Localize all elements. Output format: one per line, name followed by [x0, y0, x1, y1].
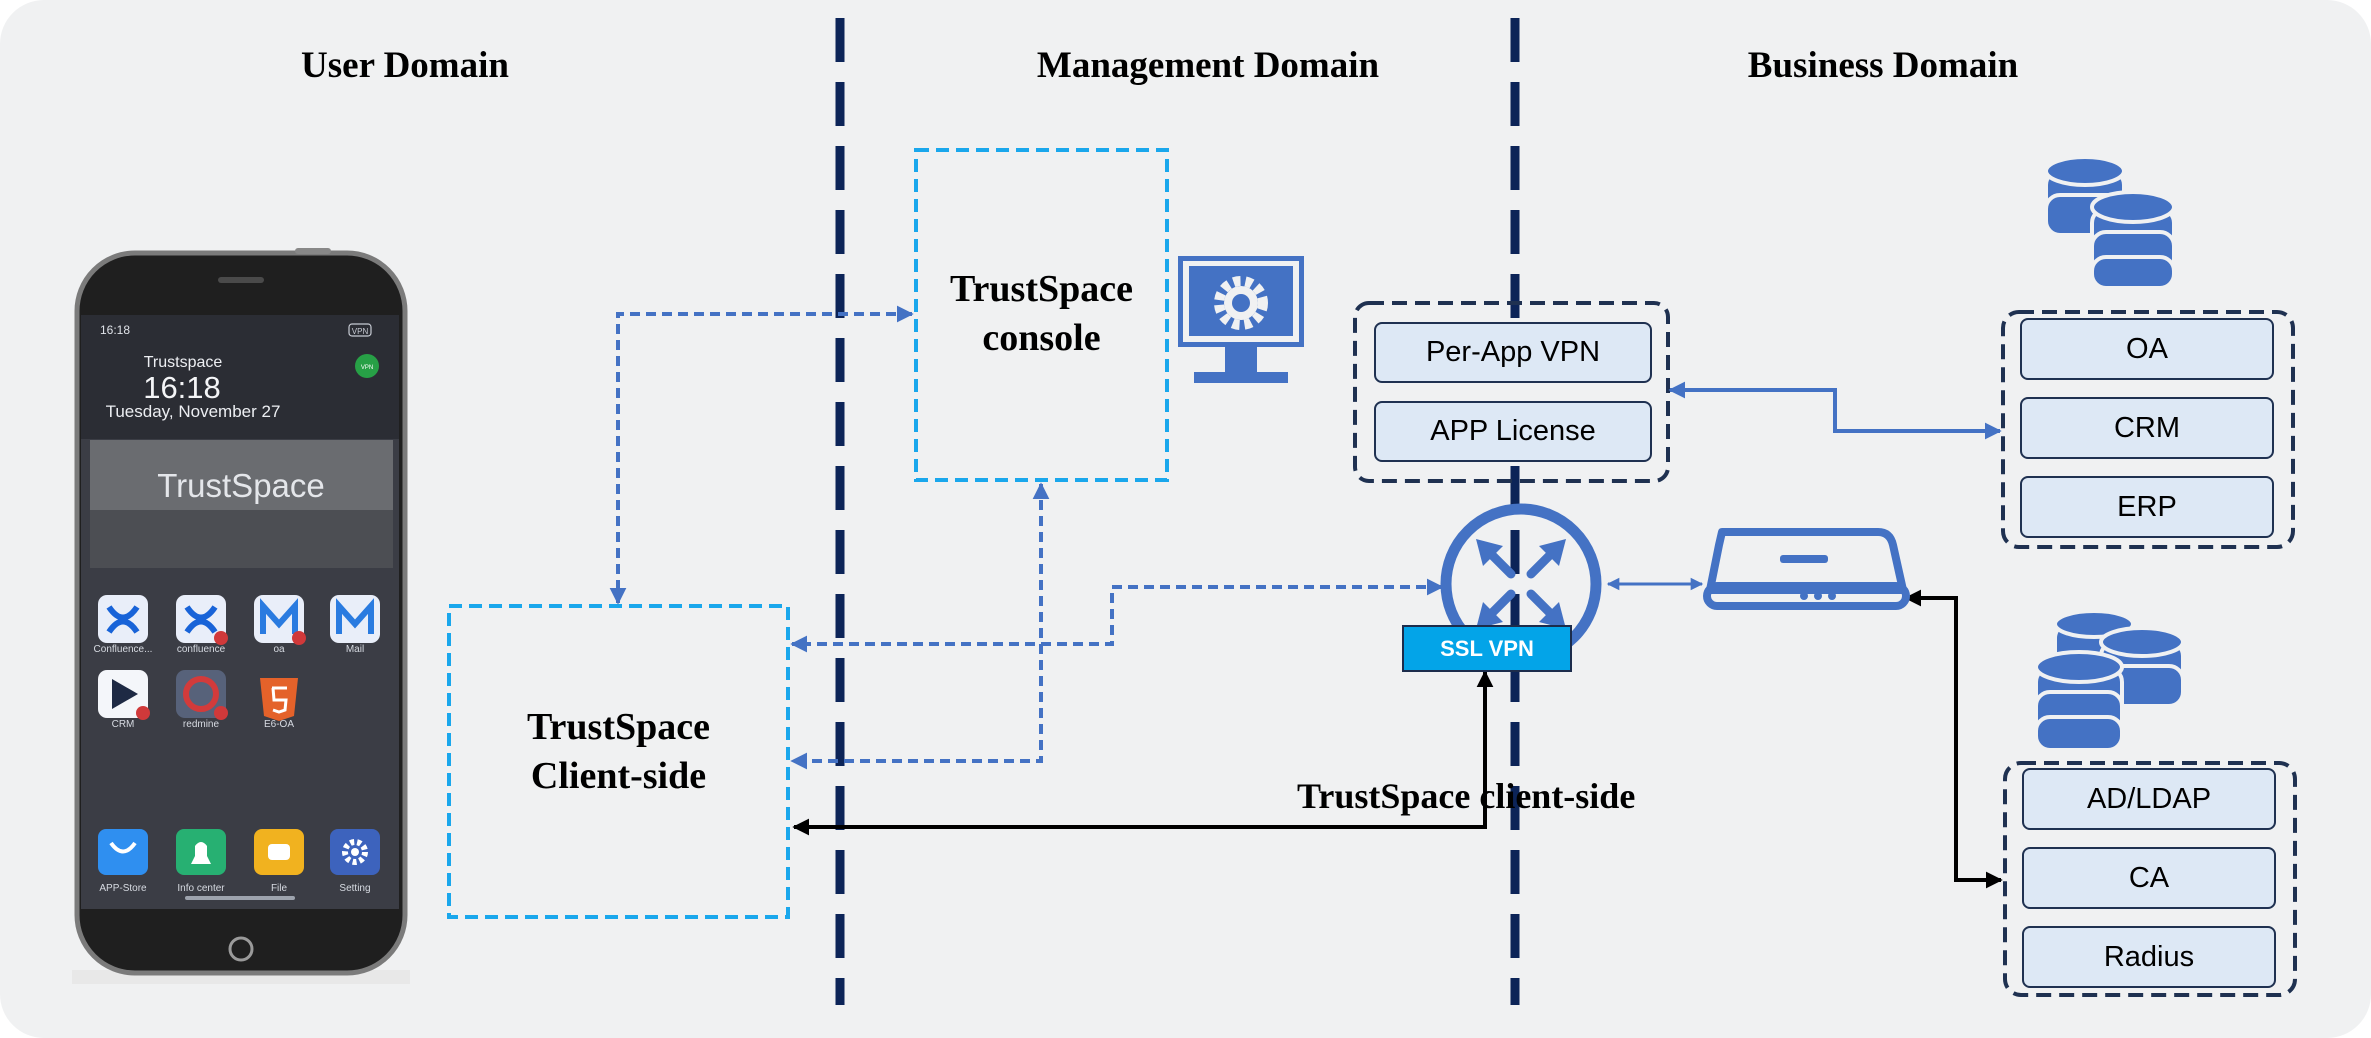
console-label: TrustSpace console [916, 265, 1167, 362]
business-app-crm: CRM [2020, 397, 2274, 459]
phone-dock-label: APP-Store [99, 883, 147, 894]
user-domain-title: User Domain [301, 45, 509, 86]
business-domain-title: Business Domain [1747, 45, 2019, 86]
phone-status-time: 16:18 [100, 323, 130, 337]
phone-app-name: Trustspace [144, 354, 223, 371]
console-label-line1: TrustSpace [950, 268, 1133, 310]
phone-banner: TrustSpace [157, 467, 325, 504]
client-link-label: TrustSpace client-side [1297, 776, 1636, 816]
per-app-vpn-box: Per-App VPN [1374, 322, 1652, 383]
auth-service-ad-ldap: AD/LDAP [2022, 768, 2276, 830]
auth-services-group [2003, 761, 2297, 997]
monitor-gear-icon [1178, 256, 1304, 383]
phone-app-label: E6-OA [264, 719, 294, 730]
phone-clock: 16:18 [143, 370, 221, 405]
gateway-group [1353, 301, 1670, 483]
client-box [447, 604, 790, 919]
app-license-box: APP License [1374, 401, 1652, 462]
management-domain-title: Management Domain [1036, 45, 1380, 86]
appliance-auth-link [1904, 589, 2003, 889]
client-label-line2: Client-side [530, 754, 707, 797]
console-to-client-arrow [790, 482, 1050, 770]
phone-vpn-badge: VPN [352, 327, 369, 336]
phone-dock-label: File [271, 883, 288, 894]
auth-service-radius: Radius [2022, 926, 2276, 988]
console-box [914, 148, 1169, 482]
business-app-erp: ERP [2020, 476, 2274, 538]
client-label-line1: TrustSpace [527, 706, 710, 748]
database-icon-apps [2044, 155, 2176, 290]
client-ssl-link [792, 670, 1494, 836]
console-label-line2: console [982, 316, 1101, 359]
client-label: TrustSpace Client-side [449, 703, 788, 800]
phone-app-label: redmine [183, 719, 220, 730]
gateway-apps-link [1668, 381, 2002, 440]
console-client-link [609, 305, 914, 605]
business-app-oa: OA [2020, 318, 2274, 380]
gateway-appliance-icon [1703, 528, 1910, 610]
router-client-link [790, 578, 1444, 653]
phone-vpn-dot-label: VPN [361, 365, 373, 371]
ssl-vpn-badge: SSL VPN [1402, 625, 1572, 672]
smartphone-mockup: 16:18 VPN VPN Trustspace 16:18 Tuesday, … [72, 248, 410, 984]
phone-date: Tuesday, November 27 [106, 402, 281, 421]
business-apps-group [2001, 310, 2295, 549]
phone-app-label: Confluence... [94, 644, 153, 655]
phone-dock-label: Info center [177, 883, 225, 894]
phone-app-label: CRM [112, 719, 135, 730]
phone-app-label: oa [273, 644, 285, 655]
auth-service-ca: CA [2022, 847, 2276, 909]
phone-dock-label: Setting [339, 883, 370, 894]
phone-app-label: confluence [177, 644, 226, 655]
phone-app-label: Mail [346, 644, 364, 655]
database-icon-auth [2034, 609, 2185, 752]
